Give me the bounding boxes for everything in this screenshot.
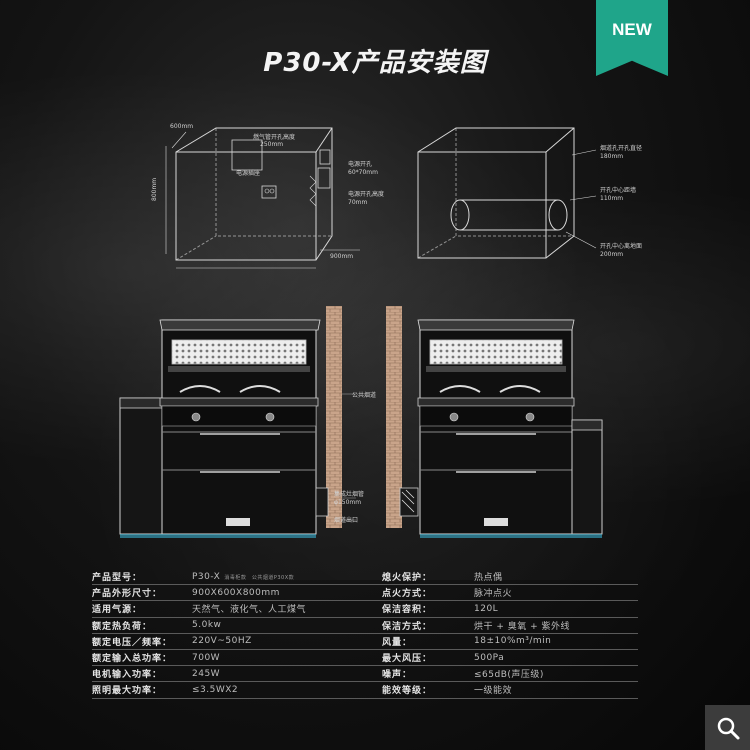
- spec-value-right: 120L: [474, 603, 499, 614]
- spec-label: 电机输入功率：: [92, 670, 163, 681]
- spec-value-right: 18±10%m³/min: [474, 636, 552, 647]
- spec-row: 产品外形尺寸： 900X600X800mm 点火方式： 脉冲点火: [92, 585, 638, 602]
- cabinet-box-diagram: [165, 127, 360, 269]
- spec-value-right: 一级能效: [474, 686, 513, 697]
- spec-value-right: 脉冲点火: [474, 589, 513, 600]
- flue-hole-diameter-label: 烟道孔开孔直径: [600, 144, 642, 152]
- spec-label-right: 点火方式：: [382, 589, 433, 600]
- spec-note: 消毒柜款 公共烟道P30X款: [224, 574, 295, 581]
- right-integrated-stove: [417, 319, 603, 538]
- spec-value-right: 烘干 + 臭氧 + 紫外线: [474, 621, 571, 632]
- spec-value: 220V~50HZ: [192, 636, 252, 647]
- left-integrated-stove: [119, 319, 321, 538]
- depth-label: 600mm: [170, 123, 193, 130]
- spec-label: 产品型号：: [92, 573, 143, 584]
- spec-label: 产品外形尺寸：: [92, 589, 163, 600]
- spec-value: 700W: [192, 652, 221, 663]
- spec-row: 照明最大功率： ≤3.5WX2 能效等级： 一级能效: [92, 682, 638, 699]
- spec-label-right: 能效等级：: [382, 686, 433, 697]
- flue-pipe-size: φ150mm: [334, 499, 361, 506]
- wall-label: 公共烟道: [352, 391, 376, 399]
- installation-drawing: 600mm 800mm 900mm 燃气管开孔高度 250mm 电源插座 电源开…: [119, 123, 642, 538]
- power-hole-height-label: 电源开孔高度: [348, 190, 384, 198]
- hole-center-wall-label: 开孔中心距墙: [600, 186, 636, 194]
- spec-row: 额定输入总功率： 700W 最大风压： 500Pa: [92, 650, 638, 667]
- spec-value: 245W: [192, 668, 221, 679]
- power-hole-size-label: 60*70mm: [348, 169, 378, 176]
- hole-center-floor-value: 200mm: [600, 251, 623, 258]
- page-title: P30-X产品安装图: [263, 48, 487, 78]
- flue-hole-diameter-value: 180mm: [600, 153, 623, 160]
- spec-label: 额定电压／频率：: [92, 637, 173, 648]
- spec-label-right: 保洁方式：: [382, 621, 433, 632]
- spec-value: ≤3.5WX2: [192, 684, 239, 695]
- spec-value: 天然气、液化气、人工煤气: [192, 605, 307, 616]
- spec-label: 额定热负荷：: [92, 621, 153, 632]
- height-label: 800mm: [151, 178, 158, 201]
- hole-center-wall-value: 110mm: [600, 195, 623, 202]
- spec-row: 电机输入功率： 245W 噪声： ≤65dB(声压级): [92, 666, 638, 683]
- right-brick-wall: [386, 306, 402, 528]
- spec-value: 5.0kw: [192, 620, 222, 631]
- hole-center-floor-label: 开孔中心离地面: [600, 242, 642, 250]
- spec-value-right: 热点偶: [474, 573, 503, 584]
- spec-value: 900X600X800mm: [192, 587, 280, 598]
- flue-pipe-label: 集成灶烟管: [334, 490, 364, 498]
- top-label-1: 燃气管开孔高度: [253, 133, 295, 141]
- spec-label-right: 熄火保护：: [382, 573, 433, 584]
- magnifier-icon: [717, 717, 739, 739]
- left-brick-wall: [326, 306, 342, 528]
- spec-label-right: 最大风压：: [382, 654, 433, 665]
- spec-row: 额定电压／频率： 220V~50HZ 风量： 18±10%m³/min: [92, 634, 638, 650]
- power-socket-label: 电源插座: [236, 169, 260, 177]
- spec-row: 额定热负荷： 5.0kw 保洁方式： 烘干 + 臭氧 + 紫外线: [92, 618, 638, 634]
- badge-text: NEW: [612, 20, 652, 39]
- spec-label-right: 风量：: [382, 637, 413, 648]
- spec-value-right: 500Pa: [474, 652, 505, 663]
- spec-label: 照明最大功率：: [92, 686, 163, 697]
- spec-row: 适用气源： 天然气、液化气、人工煤气 保洁容积： 120L: [92, 601, 638, 618]
- spec-label-right: 保洁容积：: [382, 605, 433, 616]
- zoom-button[interactable]: [705, 705, 750, 750]
- flue-box-diagram: [417, 127, 597, 259]
- spec-value-right: ≤65dB(声压级): [474, 670, 544, 681]
- spec-label: 适用气源：: [92, 605, 143, 616]
- flue-exit-label: 烟道出口: [334, 516, 358, 524]
- spec-label: 额定输入总功率：: [92, 654, 173, 665]
- top-label-2: 250mm: [260, 141, 283, 148]
- width-label: 900mm: [330, 253, 353, 260]
- spec-label-right: 噪声：: [382, 670, 413, 681]
- power-hole-height-value: 70mm: [348, 199, 367, 206]
- power-hole-label: 电源开孔: [348, 160, 372, 168]
